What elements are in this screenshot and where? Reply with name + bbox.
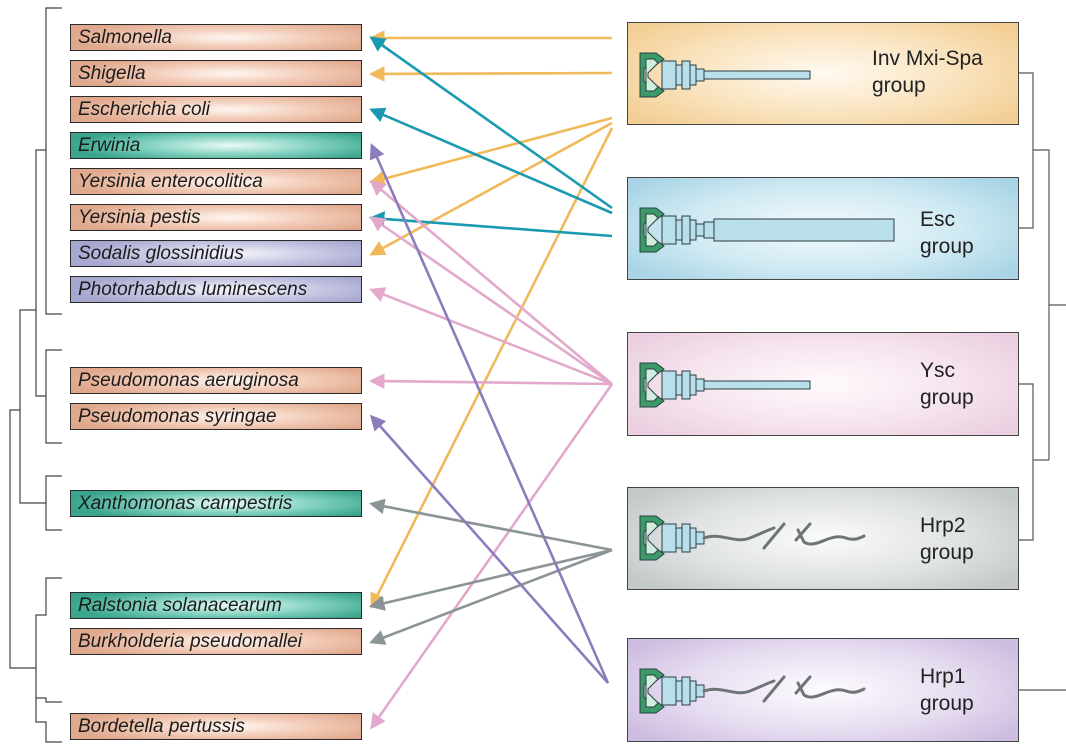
link-arrow-inv bbox=[368, 66, 613, 82]
secretion-apparatus-icon bbox=[634, 510, 874, 575]
link-arrow-inv bbox=[369, 121, 613, 256]
species-ralstonia-solanacearum: Ralstonia solanacearum bbox=[70, 592, 362, 619]
basal-body bbox=[639, 362, 705, 408]
tree-branch bbox=[36, 697, 62, 703]
secretion-apparatus-icon bbox=[634, 663, 874, 728]
link-arrow-ysc bbox=[369, 179, 613, 385]
group-panel-ysc: Ysc group bbox=[627, 332, 1019, 436]
pilus bbox=[702, 675, 866, 703]
link-arrow-ysc bbox=[368, 373, 613, 389]
species-pseudomonas-syringae: Pseudomonas syringae bbox=[70, 403, 362, 430]
species-burkholderia-pseudomallei: Burkholderia pseudomallei bbox=[70, 628, 362, 655]
group-panel-esc: Esc group bbox=[627, 177, 1019, 280]
species-bordetella-pertussis: Bordetella pertussis bbox=[70, 713, 362, 740]
species-escherichia-coli: Escherichia coli bbox=[70, 96, 362, 123]
group-label: Esc group bbox=[920, 208, 974, 258]
species-sodalis-glossinidius: Sodalis glossinidius bbox=[70, 240, 362, 267]
species-salmonella: Salmonella bbox=[70, 24, 362, 51]
link-arrow-inv bbox=[370, 127, 614, 609]
group-label: Hrp2 group bbox=[920, 514, 974, 564]
group-label: Inv Mxi-Spa group bbox=[872, 47, 983, 97]
group-tree bbox=[1018, 72, 1066, 691]
link-arrow-hrp2 bbox=[369, 548, 613, 645]
tree-branch bbox=[1018, 383, 1034, 541]
secretion-apparatus-icon bbox=[634, 357, 819, 418]
tree-branch bbox=[19, 309, 46, 504]
basal-body bbox=[639, 515, 705, 561]
group-label: Hrp1 group bbox=[920, 665, 974, 715]
link-arrow-esc bbox=[368, 211, 613, 238]
link-arrow-ysc bbox=[369, 216, 613, 386]
tree-branch bbox=[35, 149, 46, 397]
basal-body bbox=[639, 668, 705, 714]
species-yersinia-pestis: Yersinia pestis bbox=[70, 204, 362, 231]
secretion-apparatus-icon bbox=[634, 47, 819, 108]
species-yersinia-enterocolitica: Yersinia enterocolitica bbox=[70, 168, 362, 195]
tree-branch bbox=[9, 409, 36, 669]
link-arrow-ysc bbox=[369, 287, 613, 386]
group-panel-hrp1: Hrp1 group bbox=[627, 638, 1019, 742]
basal-body bbox=[639, 52, 705, 98]
basal-body bbox=[639, 207, 715, 253]
species-xanthomonas-campestris: Xanthomonas campestris bbox=[70, 490, 362, 517]
link-arrow-hrp2 bbox=[368, 498, 613, 552]
secretion-apparatus-icon bbox=[634, 202, 904, 263]
tree-branch bbox=[45, 7, 62, 315]
link-arrow-hrp1 bbox=[369, 414, 609, 684]
needle bbox=[713, 218, 895, 242]
link-arrow-esc bbox=[369, 36, 613, 210]
pilus bbox=[702, 522, 866, 550]
link-arrow-esc bbox=[369, 107, 613, 215]
species-shigella: Shigella bbox=[70, 60, 362, 87]
species-erwinia: Erwinia bbox=[70, 132, 362, 159]
species-pseudomonas-aeruginosa: Pseudomonas aeruginosa bbox=[70, 367, 362, 394]
group-panel-hrp2: Hrp2 group bbox=[627, 487, 1019, 590]
needle bbox=[703, 70, 811, 80]
link-arrow-inv bbox=[368, 116, 613, 187]
species-tree bbox=[9, 7, 62, 743]
needle bbox=[703, 380, 811, 390]
link-arrow-hrp1 bbox=[369, 143, 610, 684]
tree-branch bbox=[1033, 149, 1050, 460]
link-arrow-ysc bbox=[370, 383, 614, 730]
link-arrow-hrp2 bbox=[368, 548, 613, 611]
species-photorhabdus-luminescens: Photorhabdus luminescens bbox=[70, 276, 362, 303]
group-label: Ysc group bbox=[920, 359, 974, 409]
group-panel-inv: Inv Mxi-Spa group bbox=[627, 22, 1019, 125]
